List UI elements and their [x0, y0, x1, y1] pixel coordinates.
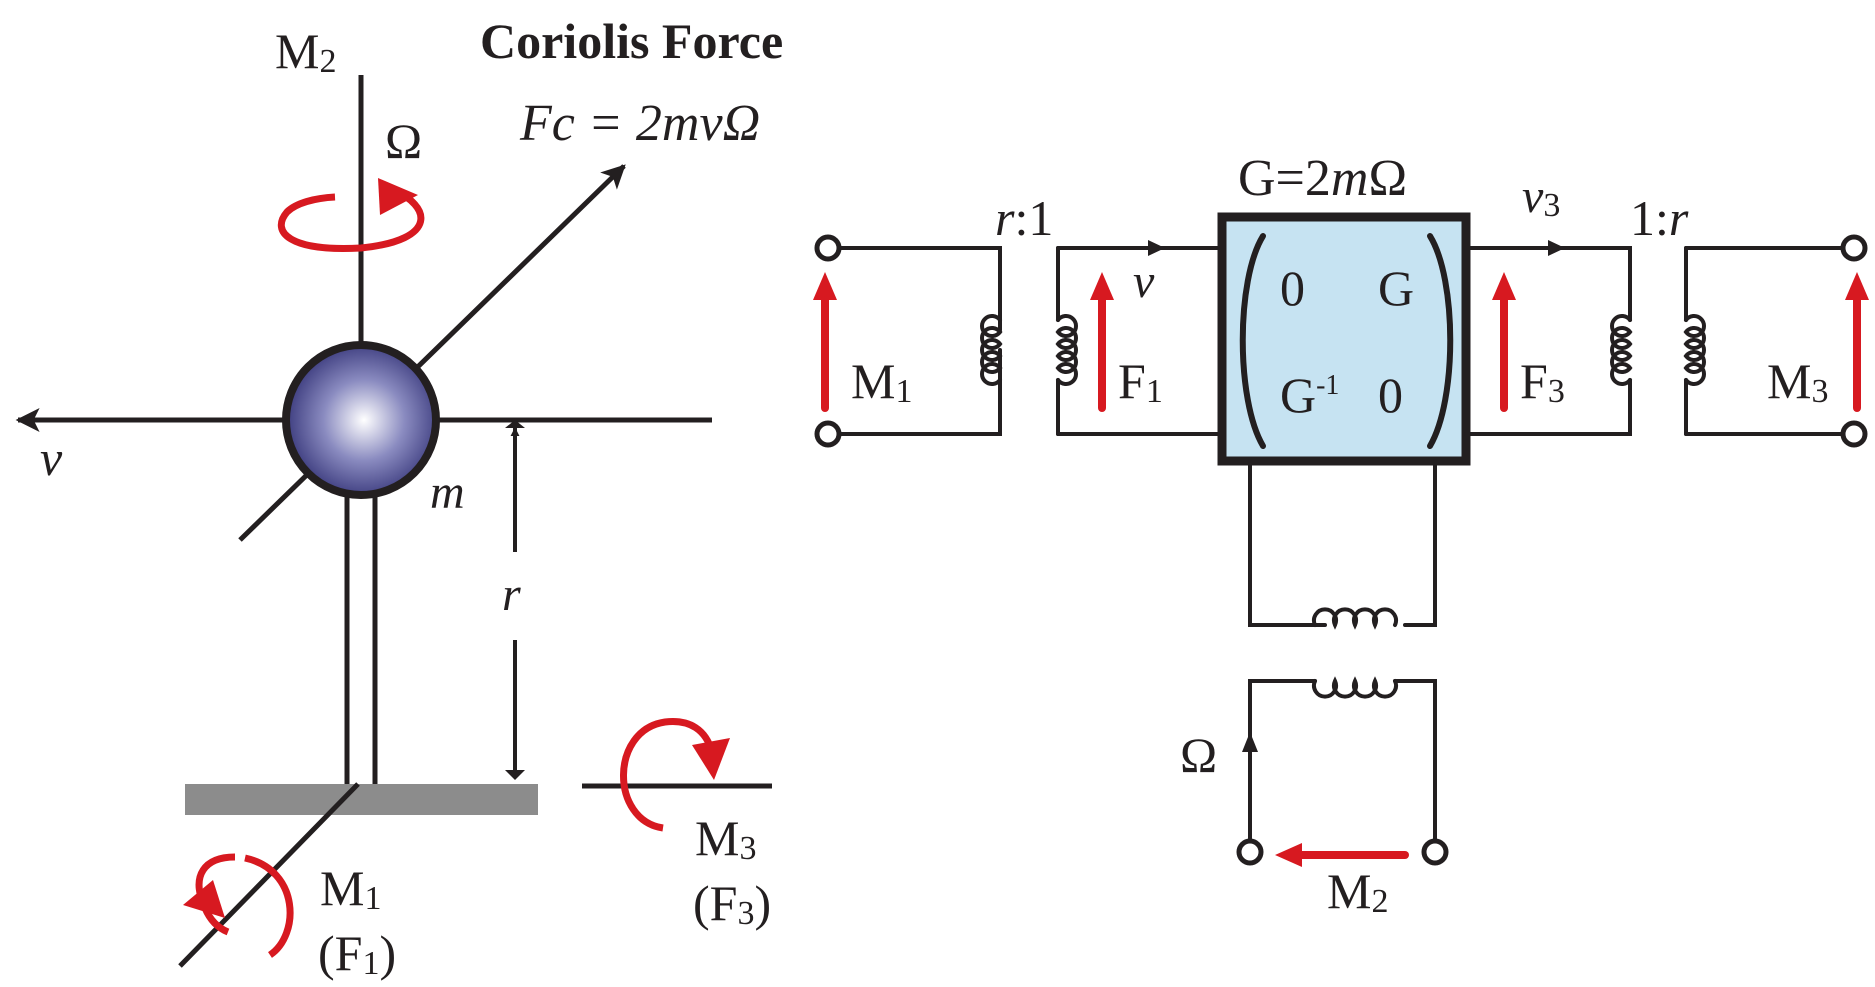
left-port-terminal-top	[814, 234, 842, 262]
velocity-label: v	[40, 430, 63, 486]
m3-label: M3	[695, 810, 756, 867]
omega-arrowhead-icon	[378, 178, 418, 215]
right-turns-ratio: 1:r	[1630, 190, 1689, 246]
right-port-terminal-top	[1840, 234, 1868, 262]
coriolis-title: Coriolis Force	[480, 13, 783, 69]
radius-arrowhead-down-icon	[505, 770, 525, 780]
left-port-terminal-bottom	[814, 420, 842, 448]
omega-current-arrowhead-icon	[1242, 732, 1258, 752]
physical-model: Coriolis Force Fc = 2mvΩ M2 Ω v m r M1	[15, 13, 783, 982]
matrix-right-bracket	[1427, 233, 1454, 449]
f1-label: (F1)	[318, 925, 396, 982]
v-left-arrowhead-icon	[1148, 240, 1165, 256]
matrix-left-bracket	[1239, 233, 1266, 449]
m3-arrowhead-icon	[1845, 272, 1869, 300]
omega-rotation-arrow	[277, 186, 425, 253]
bottom-primary-wire	[1248, 459, 1437, 627]
bottom-transformer-secondary-coil	[1312, 676, 1398, 699]
mass-label: m	[430, 466, 465, 519]
radius-label: r	[502, 568, 521, 621]
omega-label-circuit: Ω	[1180, 727, 1217, 783]
m1-label: M1	[851, 353, 912, 410]
m2-arrowhead-icon	[1275, 843, 1302, 867]
f3-arrowhead-icon	[1492, 272, 1516, 300]
coriolis-force-arrow	[238, 164, 626, 542]
mass-ball	[282, 341, 440, 499]
coriolis-formula: Fc = 2mvΩ	[519, 95, 760, 152]
v-left-label: v	[1133, 255, 1155, 308]
m1-axis	[178, 782, 360, 968]
matrix-a11: 0	[1280, 260, 1305, 316]
left-primary-wire	[837, 246, 1002, 436]
gyrator-box	[1217, 212, 1471, 466]
left-transformer-secondary-coil	[1055, 314, 1078, 386]
matrix-a12: G	[1378, 260, 1414, 316]
f1-label: F1	[1118, 353, 1163, 410]
f3-label: F3	[1520, 353, 1565, 410]
left-transformer-primary-coil	[980, 314, 1003, 386]
m1-arrowhead-icon	[813, 272, 837, 300]
axis-label-m2: M2	[275, 23, 336, 80]
m3-arrowhead-icon	[692, 738, 730, 780]
v3-label: v3	[1522, 170, 1560, 224]
bottom-secondary-wire	[1248, 679, 1437, 841]
matrix-a21: G-1	[1280, 367, 1339, 423]
m3-rotation-arrow	[620, 718, 716, 832]
radius-arrowhead-up-icon	[505, 420, 525, 428]
m2-label: M2	[1327, 863, 1388, 920]
omega-label: Ω	[385, 113, 422, 169]
circuit-model: r:1 v M1 F1 G=2mΩ 0 G G-1 0 v3 1:r F3	[813, 150, 1869, 920]
f3-label: (F3)	[693, 875, 771, 932]
ground-plate	[185, 784, 538, 815]
f1-arrowhead-icon	[1090, 272, 1114, 300]
gyrator-label: G=2mΩ	[1238, 150, 1407, 207]
m1-label: M1	[320, 860, 381, 917]
m1-arrowhead-icon	[183, 880, 225, 918]
left-turns-ratio: r:1	[995, 190, 1053, 246]
v3-arrowhead-icon	[1548, 240, 1565, 256]
right-transformer-primary-coil	[1610, 314, 1633, 386]
m3-label: M3	[1767, 353, 1828, 410]
bottom-port-terminal-left	[1236, 838, 1264, 866]
bottom-transformer-primary-coil	[1312, 607, 1398, 630]
matrix-a22: 0	[1378, 367, 1403, 423]
right-transformer-secondary-coil	[1683, 314, 1706, 386]
bottom-port-terminal-right	[1421, 838, 1449, 866]
right-port-terminal-bottom	[1840, 420, 1868, 448]
right-secondary-wire	[1684, 246, 1845, 436]
